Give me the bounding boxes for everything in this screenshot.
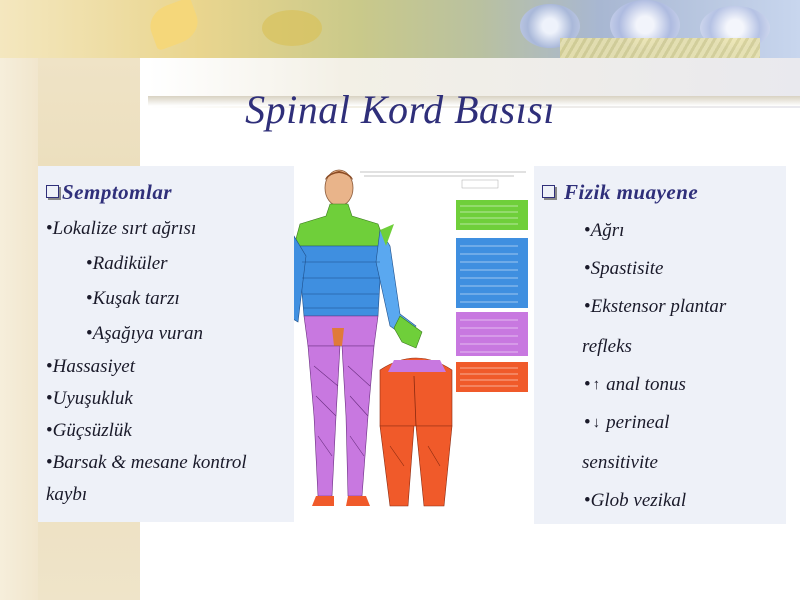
leaf-decoration	[262, 10, 322, 46]
list-item: •Aşağıya vuran	[86, 323, 203, 344]
dermatome-legend	[360, 171, 528, 392]
grass-decoration	[560, 38, 760, 58]
symptoms-heading: Semptomlar	[62, 180, 173, 204]
symptoms-heading-line: Semptomlar	[46, 180, 172, 205]
down-arrow-icon: ↓	[592, 415, 601, 431]
up-arrow-icon: ↑	[592, 377, 601, 393]
list-item: •Barsak & mesane kontrol	[46, 452, 247, 473]
list-item: sensitivite	[582, 452, 658, 473]
dermatome-illustration	[287, 169, 528, 507]
exam-heading-line: Fizik muayene	[542, 180, 698, 205]
list-item: •Hassasiyet	[46, 356, 135, 377]
exam-panel: Fizik muayene •Ağrı •Spastisite •Ekstens…	[534, 166, 786, 524]
list-item: •↑anal tonus	[584, 374, 686, 395]
front-body-figure	[287, 169, 423, 506]
list-item: refleks	[582, 336, 632, 357]
back-body-figure	[379, 357, 453, 507]
list-item: •Güçsüzlük	[46, 420, 132, 441]
list-item: •Glob vezikal	[584, 490, 687, 511]
list-item: •Kuşak tarzı	[86, 288, 180, 309]
list-item: •Uyuşukluk	[46, 388, 133, 409]
background-shadow	[148, 96, 800, 106]
background-edge	[0, 0, 38, 600]
list-item: •Radiküler	[86, 253, 168, 274]
symptoms-panel: Semptomlar •Lokalize sırt ağrısı •Radikü…	[38, 166, 294, 522]
list-item: kaybı	[46, 484, 88, 505]
list-item: •Ağrı	[584, 220, 625, 241]
exam-heading: Fizik muayene	[564, 180, 699, 204]
list-item: •Ekstensor plantar	[584, 296, 727, 317]
list-item: •↓perineal	[584, 412, 670, 433]
list-item: •Lokalize sırt ağrısı	[46, 218, 197, 239]
slide-title: Spinal Kord Basısı	[245, 87, 555, 132]
list-item: •Spastisite	[584, 258, 664, 279]
checkbox-bullet-icon	[46, 185, 59, 198]
checkbox-bullet-icon	[542, 185, 555, 198]
dermatome-figure	[287, 166, 534, 524]
